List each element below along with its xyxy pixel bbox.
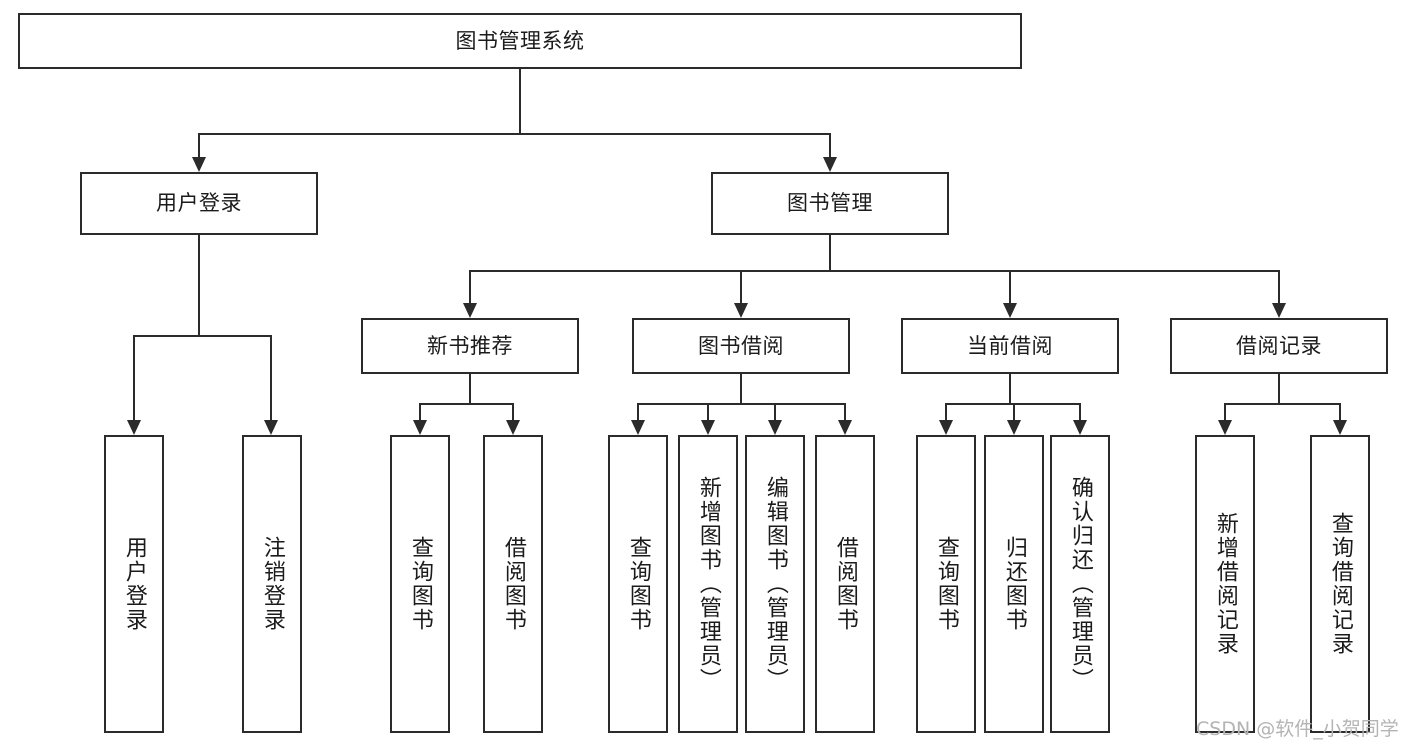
arrowhead-to-leaf-return-book (1007, 420, 1021, 435)
leaf-user-logout[interactable]: 注销登录 (242, 435, 302, 733)
connector-user-login-stem (198, 235, 200, 335)
connector-to-leaf-borrow-book-1 (512, 403, 514, 420)
arrowhead-to-leaf-borrow-book-2 (838, 420, 852, 435)
arrowhead-to-leaf-user-logout (264, 420, 278, 435)
node-root-book-management-system[interactable]: 图书管理系统 (18, 13, 1022, 69)
connector-to-leaf-query-record (1339, 403, 1341, 420)
node-user-login[interactable]: 用户登录 (80, 172, 318, 235)
connector-to-leaf-user-logout (270, 335, 272, 420)
connector-to-leaf-borrow-book-2 (844, 403, 846, 420)
leaf-label: 新增图书（管理员） (695, 476, 721, 692)
connector-to-leaf-query-book-2 (637, 403, 639, 420)
arrowhead-to-leaf-query-record (1333, 420, 1347, 435)
arrowhead-to-user-login (192, 157, 206, 172)
arrowhead-to-leaf-query-book-2 (631, 420, 645, 435)
node-label: 图书借阅 (698, 333, 784, 358)
connector-to-leaf-add-record (1224, 403, 1226, 420)
connector-to-leaf-query-book-1 (419, 403, 421, 420)
node-borrowing-record[interactable]: 借阅记录 (1170, 318, 1388, 374)
leaf-label: 查询借阅记录 (1327, 512, 1353, 656)
leaf-query-borrowing-record[interactable]: 查询借阅记录 (1310, 435, 1370, 733)
arrowhead-to-leaf-borrow-book-1 (506, 420, 520, 435)
leaf-label: 归还图书 (1001, 536, 1027, 632)
node-label: 借阅记录 (1236, 333, 1322, 358)
connector-current-borrow-bus (945, 403, 1080, 405)
leaf-borrow-book-borrowing[interactable]: 借阅图书 (815, 435, 875, 733)
node-book-management[interactable]: 图书管理 (711, 172, 949, 235)
leaf-label: 用户登录 (121, 536, 147, 632)
connector-root-stem (519, 69, 521, 133)
connector-current-borrow-stem (1009, 374, 1011, 403)
leaf-label: 借阅图书 (500, 536, 526, 632)
connector-to-book-manage (829, 133, 831, 157)
arrowhead-to-leaf-query-book-1 (413, 420, 427, 435)
connector-to-leaf-edit-book (774, 403, 776, 420)
leaf-query-book-borrowing[interactable]: 查询图书 (608, 435, 668, 733)
node-label: 当前借阅 (967, 333, 1053, 358)
node-current-borrowing[interactable]: 当前借阅 (901, 318, 1119, 374)
arrowhead-to-leaf-edit-book (768, 420, 782, 435)
connector-to-leaf-user-login (133, 335, 135, 420)
leaf-label: 新增借阅记录 (1212, 512, 1238, 656)
arrowhead-to-leaf-add-record (1218, 420, 1232, 435)
arrowhead-to-leaf-add-book (701, 420, 715, 435)
leaf-add-book-admin[interactable]: 新增图书（管理员） (678, 435, 738, 733)
node-label: 用户登录 (156, 191, 242, 215)
leaf-label: 查询图书 (407, 536, 433, 632)
connector-book-borrow-stem (740, 374, 742, 403)
connector-to-book-borrow (740, 270, 742, 303)
arrowhead-to-new-book-rec (463, 303, 477, 318)
node-new-book-recommendation[interactable]: 新书推荐 (361, 318, 579, 374)
connector-borrow-record-stem (1278, 374, 1280, 403)
arrowhead-to-book-manage (823, 157, 837, 172)
leaf-add-borrowing-record[interactable]: 新增借阅记录 (1195, 435, 1255, 733)
connector-to-leaf-query-book-3 (945, 403, 947, 420)
leaf-edit-book-admin[interactable]: 编辑图书（管理员） (745, 435, 805, 733)
connector-to-leaf-add-book (707, 403, 709, 420)
node-label: 图书管理系统 (455, 28, 585, 53)
connector-to-new-book-rec (469, 270, 471, 303)
arrowhead-to-leaf-confirm-return (1073, 420, 1087, 435)
leaf-user-login[interactable]: 用户登录 (104, 435, 164, 733)
node-book-borrowing[interactable]: 图书借阅 (632, 318, 850, 374)
leaf-query-book-current[interactable]: 查询图书 (916, 435, 976, 733)
connector-borrow-record-bus (1224, 403, 1341, 405)
connector-new-book-rec-stem (469, 374, 471, 403)
leaf-label: 查询图书 (933, 536, 959, 632)
arrowhead-to-book-borrow (734, 303, 748, 318)
node-label: 图书管理 (787, 191, 873, 215)
arrowhead-to-leaf-query-book-3 (939, 420, 953, 435)
leaf-borrow-book-recommendation[interactable]: 借阅图书 (483, 435, 543, 733)
arrowhead-to-borrow-record (1272, 303, 1286, 318)
node-label: 新书推荐 (427, 333, 513, 358)
connector-user-login-bus (133, 335, 270, 337)
connector-to-current-borrow (1009, 270, 1011, 303)
leaf-label: 查询图书 (625, 536, 651, 632)
connector-level3-bus (469, 270, 1280, 272)
connector-level2-bus (198, 133, 830, 135)
connector-book-manage-stem (829, 235, 831, 270)
leaf-confirm-return-admin[interactable]: 确认归还（管理员） (1050, 435, 1110, 733)
leaf-label: 借阅图书 (832, 536, 858, 632)
leaf-query-book-recommendation[interactable]: 查询图书 (390, 435, 450, 733)
leaf-label: 确认归还（管理员） (1067, 476, 1093, 692)
arrowhead-to-leaf-user-login (127, 420, 141, 435)
connector-to-leaf-confirm-return (1079, 403, 1081, 420)
connector-to-user-login (198, 133, 200, 157)
connector-new-book-rec-bus (419, 403, 514, 405)
connector-to-borrow-record (1278, 270, 1280, 303)
leaf-label: 编辑图书（管理员） (762, 476, 788, 692)
connector-book-borrow-bus (637, 403, 845, 405)
leaf-return-book[interactable]: 归还图书 (984, 435, 1044, 733)
leaf-label: 注销登录 (259, 536, 285, 632)
arrowhead-to-current-borrow (1003, 303, 1017, 318)
connector-to-leaf-return-book (1013, 403, 1015, 420)
